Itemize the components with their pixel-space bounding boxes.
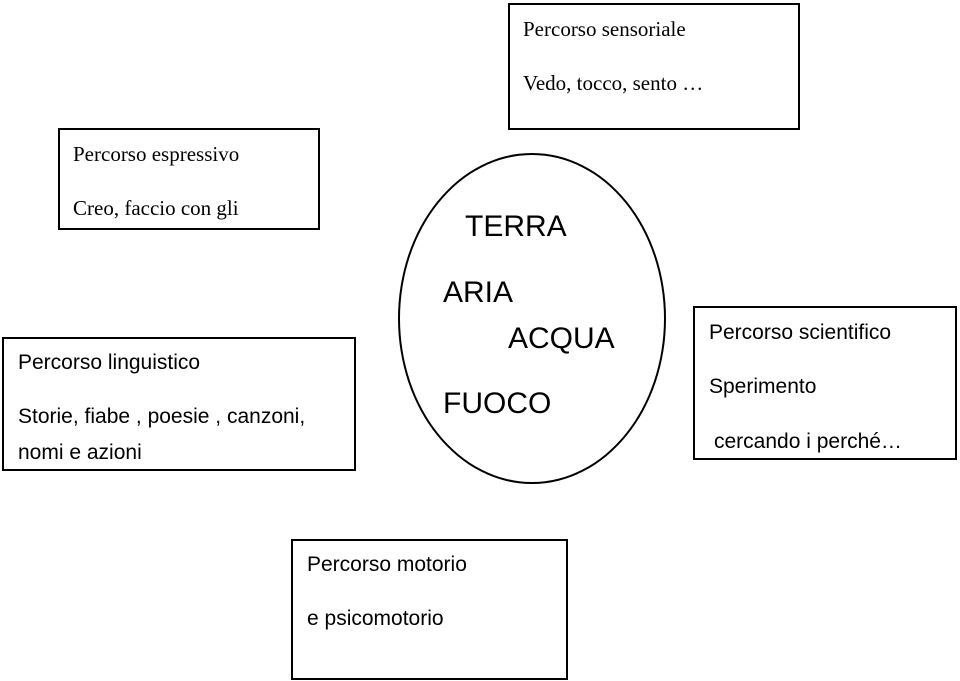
box-title: Percorso motorio bbox=[307, 553, 467, 576]
element-aria: ARIA bbox=[443, 276, 514, 309]
box-text: Vedo, tocco, sento … bbox=[523, 71, 704, 95]
elements-ellipse bbox=[398, 153, 666, 484]
element-fuoco: FUOCO bbox=[443, 387, 552, 420]
box-percorso-linguistico: Percorso linguistico Storie, fiabe , poe… bbox=[2, 337, 356, 471]
box-percorso-scientifico: Percorso scientifico Sperimento cercando… bbox=[693, 306, 957, 460]
box-percorso-motorio: Percorso motorio e psicomotorio bbox=[291, 539, 568, 680]
element-acqua: ACQUA bbox=[508, 322, 615, 355]
box-text: Storie, fiabe , poesie , canzoni, bbox=[18, 405, 306, 428]
box-percorso-sensoriale: Percorso sensoriale Vedo, tocco, sento … bbox=[508, 3, 800, 130]
box-text: cercando i perché… bbox=[714, 430, 902, 453]
box-title: Percorso linguistico bbox=[18, 351, 201, 374]
box-percorso-espressivo: Percorso espressivo Creo, faccio con gli bbox=[58, 128, 320, 230]
box-text: Creo, faccio con gli bbox=[73, 196, 239, 220]
box-title: Percorso sensoriale bbox=[523, 17, 686, 41]
box-text: Sperimento bbox=[709, 375, 817, 398]
box-text: e psicomotorio bbox=[307, 607, 444, 630]
element-terra: TERRA bbox=[465, 210, 567, 243]
box-text: nomi e azioni bbox=[18, 441, 142, 464]
box-title: Percorso scientifico bbox=[709, 321, 892, 344]
box-title: Percorso espressivo bbox=[73, 142, 240, 166]
